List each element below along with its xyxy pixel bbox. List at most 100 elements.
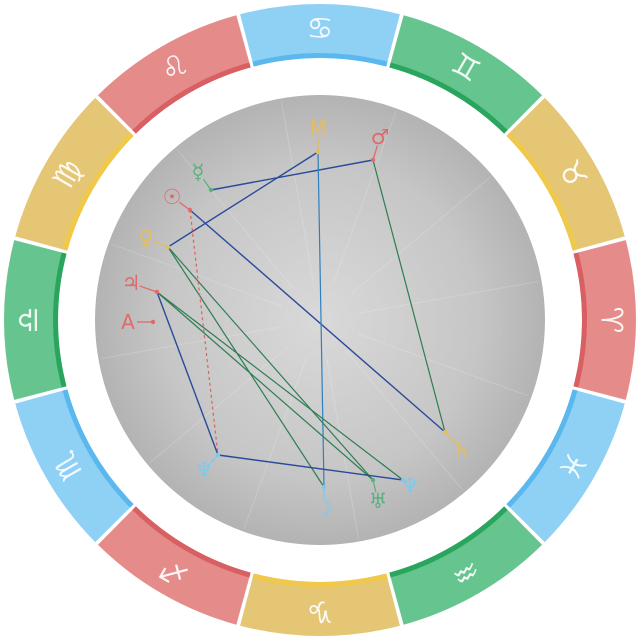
planet-asc: A <box>121 310 156 334</box>
house-spoke <box>176 149 295 290</box>
sign-band-edge <box>389 62 508 134</box>
planet-mc: M <box>309 116 327 155</box>
saturn-tick <box>444 431 457 444</box>
sign-band <box>389 15 543 134</box>
house-spoke <box>333 111 397 283</box>
sign-segment-scorpio: ♏︎ <box>15 389 134 543</box>
sign-band-edge <box>252 52 388 67</box>
sun-icon: ☉ <box>163 185 182 209</box>
saturn-icon: ♄ <box>453 438 472 462</box>
house-spoke <box>101 326 281 360</box>
aspect-line-jupiter-neptune <box>156 291 404 481</box>
house-spoke <box>359 280 539 314</box>
sign-segment-cancer: ♋︎ <box>240 3 400 67</box>
house-spoke <box>111 243 283 307</box>
aspect-line-mars-saturn <box>372 159 446 433</box>
house-spokes <box>101 101 539 539</box>
house-spoke <box>350 176 491 295</box>
neptune-icon: ♆ <box>401 474 420 498</box>
sign-segment-sagittarius: ♐︎ <box>97 506 251 625</box>
sign-segment-gemini: ♊︎ <box>389 15 543 134</box>
aspect-line-sun-saturn <box>189 209 446 433</box>
sign-band-edge <box>62 389 134 508</box>
sign-segment-capricorn: ♑︎ <box>240 573 400 636</box>
sign-band <box>506 97 625 251</box>
aspect-line-sun-pluto <box>189 209 219 456</box>
aspect-line-pluto-neptune <box>217 454 404 481</box>
inner-wheel-disc <box>95 95 545 545</box>
house-spoke <box>149 345 290 464</box>
aspect-line-jupiter-uranus <box>156 291 374 481</box>
planet-neptune: ♆ <box>401 474 420 498</box>
aspect-line-venus-uranus <box>167 246 374 481</box>
aspect-line-mc-moon <box>317 151 325 488</box>
mercury-icon: ☿ <box>192 160 205 184</box>
sign-segment-aquarius: ♒︎ <box>389 506 543 625</box>
sign-band <box>573 240 636 400</box>
sign-band-edge <box>132 506 251 578</box>
sign-band-edge <box>132 62 251 134</box>
aspect-line-mc-venus <box>167 151 319 248</box>
sign-segment-virgo: ♍︎ <box>15 97 134 251</box>
mars-tick <box>372 145 379 161</box>
zodiac-ring: ♈︎ ♉︎♊︎ ♋︎ ♌︎♍︎ ♎︎ ♏︎♐︎♑︎♒︎♓︎ <box>3 3 636 636</box>
planet-moon: ☽ <box>315 484 334 520</box>
aspect-line-jupiter-pluto <box>156 291 219 456</box>
sign-band <box>389 506 543 625</box>
mercury-tick <box>202 178 212 191</box>
sign-band <box>506 389 625 543</box>
aspect-line-venus-moon <box>167 246 325 488</box>
uranus-icon: ♅ <box>369 489 388 513</box>
planet-pluto: ♆ <box>195 452 221 482</box>
planet-mars: ♂ <box>371 125 390 163</box>
sign-band <box>97 15 251 134</box>
venus-tick <box>154 240 169 248</box>
house-spoke <box>326 359 360 539</box>
asc-icon: A <box>121 310 135 334</box>
aspect-lines <box>156 151 446 488</box>
sign-band <box>240 573 400 636</box>
sign-band-edge <box>252 573 388 588</box>
jupiter-tick <box>139 285 158 293</box>
sign-band-edge <box>62 132 134 251</box>
house-spoke <box>345 350 464 491</box>
sign-segment-libra: ♎︎ <box>3 240 67 400</box>
sign-segment-pisces: ♓︎ <box>506 389 625 543</box>
aries-icon: ♈︎ <box>594 307 629 334</box>
pluto-icon: ♆ <box>195 458 214 482</box>
planet-venus: ♀ <box>138 226 171 250</box>
sign-band-edge <box>389 506 508 578</box>
planet-uranus: ♅ <box>369 477 388 513</box>
aspect-line-mercury-mars <box>210 159 374 191</box>
sign-band-edge <box>573 252 588 388</box>
moon-icon: ☽ <box>315 496 334 520</box>
sign-band-edge <box>506 389 578 508</box>
house-spoke <box>280 101 314 281</box>
libra-icon: ♎︎ <box>12 307 47 334</box>
cancer-icon: ♋︎ <box>307 12 334 47</box>
planet-sun: ☉ <box>163 185 193 213</box>
sun-tick <box>178 201 191 211</box>
planet-jupiter: ♃ <box>122 271 160 295</box>
sign-band <box>15 389 134 543</box>
sign-band <box>97 506 251 625</box>
sign-band-edge <box>506 132 578 251</box>
mc-icon: M <box>309 116 326 140</box>
planet-mercury: ☿ <box>192 160 214 193</box>
planet-markers: M ♂ ☿ ☉ ♀ ♃ A ♄ ♆ ☽ ♅ ♆ <box>121 116 471 520</box>
mars-icon: ♂ <box>371 125 390 149</box>
house-spoke <box>357 333 529 397</box>
sign-band <box>3 240 67 400</box>
uranus-tick <box>372 479 377 493</box>
planet-saturn: ♄ <box>442 429 472 462</box>
house-spoke <box>243 357 307 529</box>
sign-band-edge <box>52 252 67 388</box>
pluto-tick <box>209 454 219 464</box>
sign-segment-aries: ♈︎ <box>573 240 636 400</box>
sign-band <box>240 3 400 67</box>
sign-band <box>15 97 134 251</box>
sign-segment-leo: ♌︎ <box>97 15 251 134</box>
sign-segment-taurus: ♉︎ <box>506 97 625 251</box>
